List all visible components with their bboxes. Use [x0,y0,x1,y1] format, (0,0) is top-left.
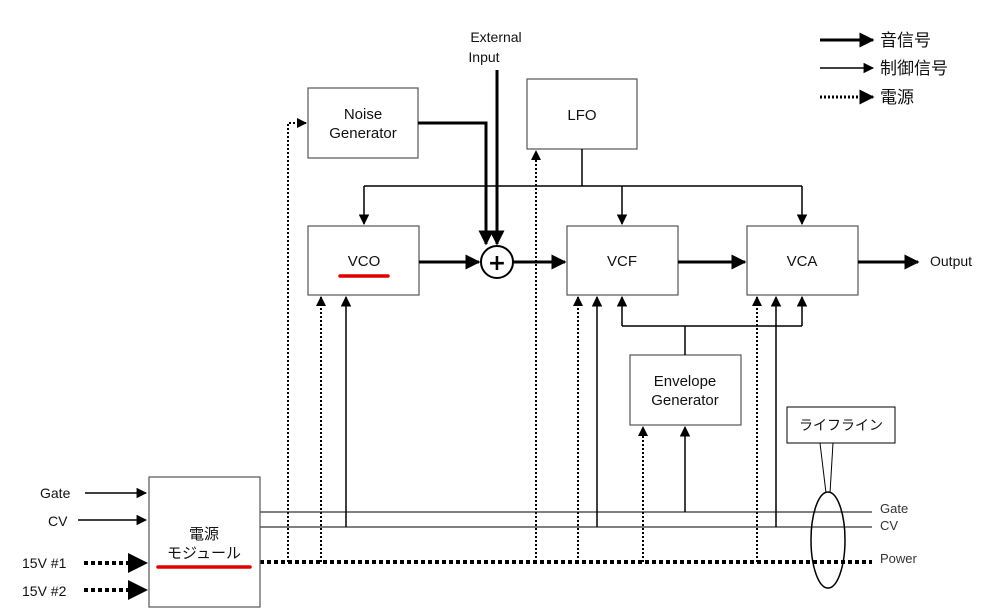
input-label-gate: Gate [40,485,71,501]
power-feeds [287,118,762,562]
power-module-label-line2: モジュール [167,544,241,562]
power-module: 電源 モジュール [148,476,261,608]
legend: 音信号 制御信号 電源 [820,31,948,108]
lfo-label: LFO [567,107,596,124]
noise-generator-box [307,87,419,159]
input-label-15v-2: 15V #2 [22,583,67,599]
legend-control-label: 制御信号 [880,59,948,79]
mixer-plus-icon: + [488,251,506,276]
bus-control-feeds [340,295,782,527]
vcf: VCF [566,225,679,296]
bus-label-cv: CV [880,518,898,533]
input-label-cv: CV [48,513,68,529]
buses: Gate CV Power [260,501,918,566]
power-module-label-line1: 電源 [189,525,219,543]
bus-label-gate: Gate [880,501,908,516]
vcf-label: VCF [607,253,637,270]
lifeline: ライフライン [786,406,896,589]
lfo-control-lines [358,149,808,226]
power-module-box [148,476,261,608]
envelope-generator: Envelope Generator [629,354,742,426]
envelope-generator-label-line2: Generator [651,392,719,409]
output-label: Output [930,253,972,269]
power-module-inputs: Gate CV 15V #1 15V #2 [22,485,148,600]
envelope-generator-box [629,354,742,426]
lifeline-label: ライフライン [799,418,883,434]
legend-audio-label: 音信号 [880,31,931,51]
input-label-15v-1: 15V #1 [22,555,67,571]
vca: VCA [746,225,859,296]
noise-generator: Noise Generator [307,87,419,159]
vca-label: VCA [787,253,818,270]
external-input-label-line1: External [470,29,521,45]
audio-path [418,121,920,270]
lifeline-pointer-right [829,442,834,494]
lifeline-pointer-left [819,442,827,494]
legend-power-label: 電源 [880,88,914,108]
mixer: + [480,245,514,279]
power-to-noise-arrow [287,118,307,562]
vco: VCO [307,225,420,296]
vco-box [307,225,420,296]
noise-generator-label-line1: Noise [344,106,382,123]
bus-label-power: Power [880,551,918,566]
vcf-box [566,225,679,296]
lifeline-ellipse [810,491,846,589]
lfo: LFO [526,78,638,150]
lfo-box [526,78,638,150]
noise-to-mixer-arrow [418,121,494,246]
envelope-control-lines [616,295,808,355]
external-input-label-line2: Input [468,49,499,65]
vco-label: VCO [348,253,381,270]
envelope-generator-label-line1: Envelope [654,373,717,390]
vca-box [746,225,859,296]
lifeline-callout [786,406,896,444]
noise-generator-label-line2: Generator [329,125,397,142]
